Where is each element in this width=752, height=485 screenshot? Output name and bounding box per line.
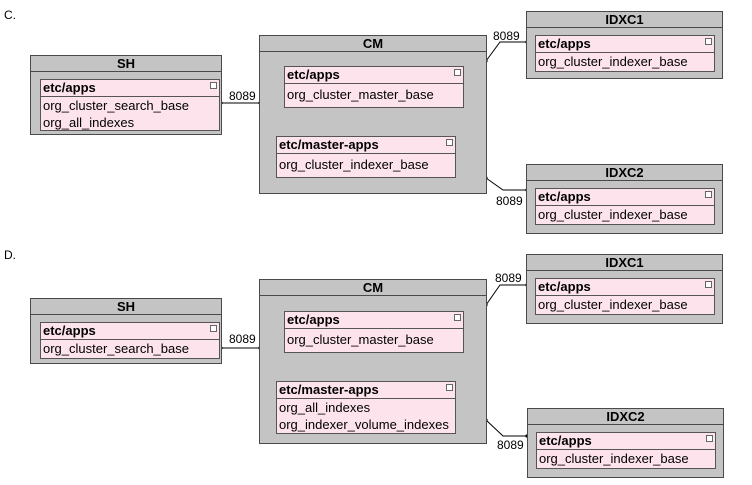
idxc2-node: IDXC2 etc/apps org_cluster_indexer_base	[527, 408, 724, 478]
cm-apps-folder: etc/apps org_cluster_master_base	[284, 311, 464, 353]
folder-item: org_cluster_indexer_base	[538, 207, 688, 222]
folder-title: etc/apps	[537, 433, 715, 450]
idxc2-apps-folder: etc/apps org_cluster_indexer_base	[536, 432, 716, 469]
port-label: 8089	[493, 29, 520, 43]
node-title: IDXC1	[527, 12, 722, 28]
node-title: CM	[260, 36, 486, 52]
port-label: 8089	[229, 89, 256, 103]
node-title: IDXC1	[527, 255, 722, 271]
node-title: IDXC2	[528, 409, 723, 425]
option-c-label: C.	[4, 8, 16, 22]
folder-title: etc/master-apps	[277, 382, 455, 399]
folder-title: etc/master-apps	[277, 137, 455, 154]
sh-node: SH etc/apps org_cluster_search_base org_…	[30, 55, 222, 135]
folder-item: org_cluster_master_base	[287, 332, 434, 347]
port-label: 8089	[497, 438, 524, 452]
folder-title: etc/apps	[536, 279, 714, 296]
folder-item: org_indexer_volume_indexes	[279, 417, 449, 432]
sh-node: SH etc/apps org_cluster_search_base	[30, 298, 222, 364]
cm-node: CM etc/apps org_cluster_master_base etc/…	[259, 279, 487, 444]
node-title: IDXC2	[527, 165, 722, 181]
node-title: SH	[31, 56, 221, 72]
folder-item: org_cluster_search_base	[43, 98, 189, 113]
folder-item: org_cluster_indexer_base	[279, 157, 429, 172]
option-d-label: D.	[4, 248, 16, 262]
folder-title: etc/apps	[536, 36, 714, 53]
folder-title: etc/apps	[41, 80, 219, 97]
idxc1-node: IDXC1 etc/apps org_cluster_indexer_base	[526, 11, 723, 79]
sh-apps-folder: etc/apps org_cluster_search_base org_all…	[40, 79, 220, 131]
folder-item: org_cluster_master_base	[287, 87, 434, 102]
folder-title: etc/apps	[285, 67, 463, 84]
port-label: 8089	[496, 194, 523, 208]
cm-master-apps-folder: etc/master-apps org_cluster_indexer_base	[276, 136, 456, 178]
folder-title: etc/apps	[285, 312, 463, 329]
cm-apps-folder: etc/apps org_cluster_master_base	[284, 66, 464, 108]
folder-title: etc/apps	[536, 189, 714, 206]
folder-item: org_cluster_indexer_base	[538, 54, 688, 69]
folder-item: org_cluster_indexer_base	[539, 451, 689, 466]
idxc1-node: IDXC1 etc/apps org_cluster_indexer_base	[526, 254, 723, 324]
idxc1-apps-folder: etc/apps org_cluster_indexer_base	[535, 278, 715, 315]
node-title: CM	[260, 280, 486, 296]
folder-title: etc/apps	[41, 323, 219, 340]
folder-item: org_all_indexes	[43, 115, 135, 130]
sh-apps-folder: etc/apps org_cluster_search_base	[40, 322, 220, 359]
node-title: SH	[31, 299, 221, 315]
folder-item: org_cluster_search_base	[43, 341, 189, 356]
cm-master-apps-folder: etc/master-apps org_all_indexes org_inde…	[276, 381, 456, 434]
idxc2-node: IDXC2 etc/apps org_cluster_indexer_base	[526, 164, 723, 234]
port-label: 8089	[229, 332, 256, 346]
folder-item: org_all_indexes	[279, 400, 371, 415]
idxc2-apps-folder: etc/apps org_cluster_indexer_base	[535, 188, 715, 225]
folder-item: org_cluster_indexer_base	[538, 297, 688, 312]
port-label: 8089	[495, 271, 522, 285]
cm-node: CM etc/apps org_cluster_master_base etc/…	[259, 35, 487, 194]
idxc1-apps-folder: etc/apps org_cluster_indexer_base	[535, 35, 715, 72]
